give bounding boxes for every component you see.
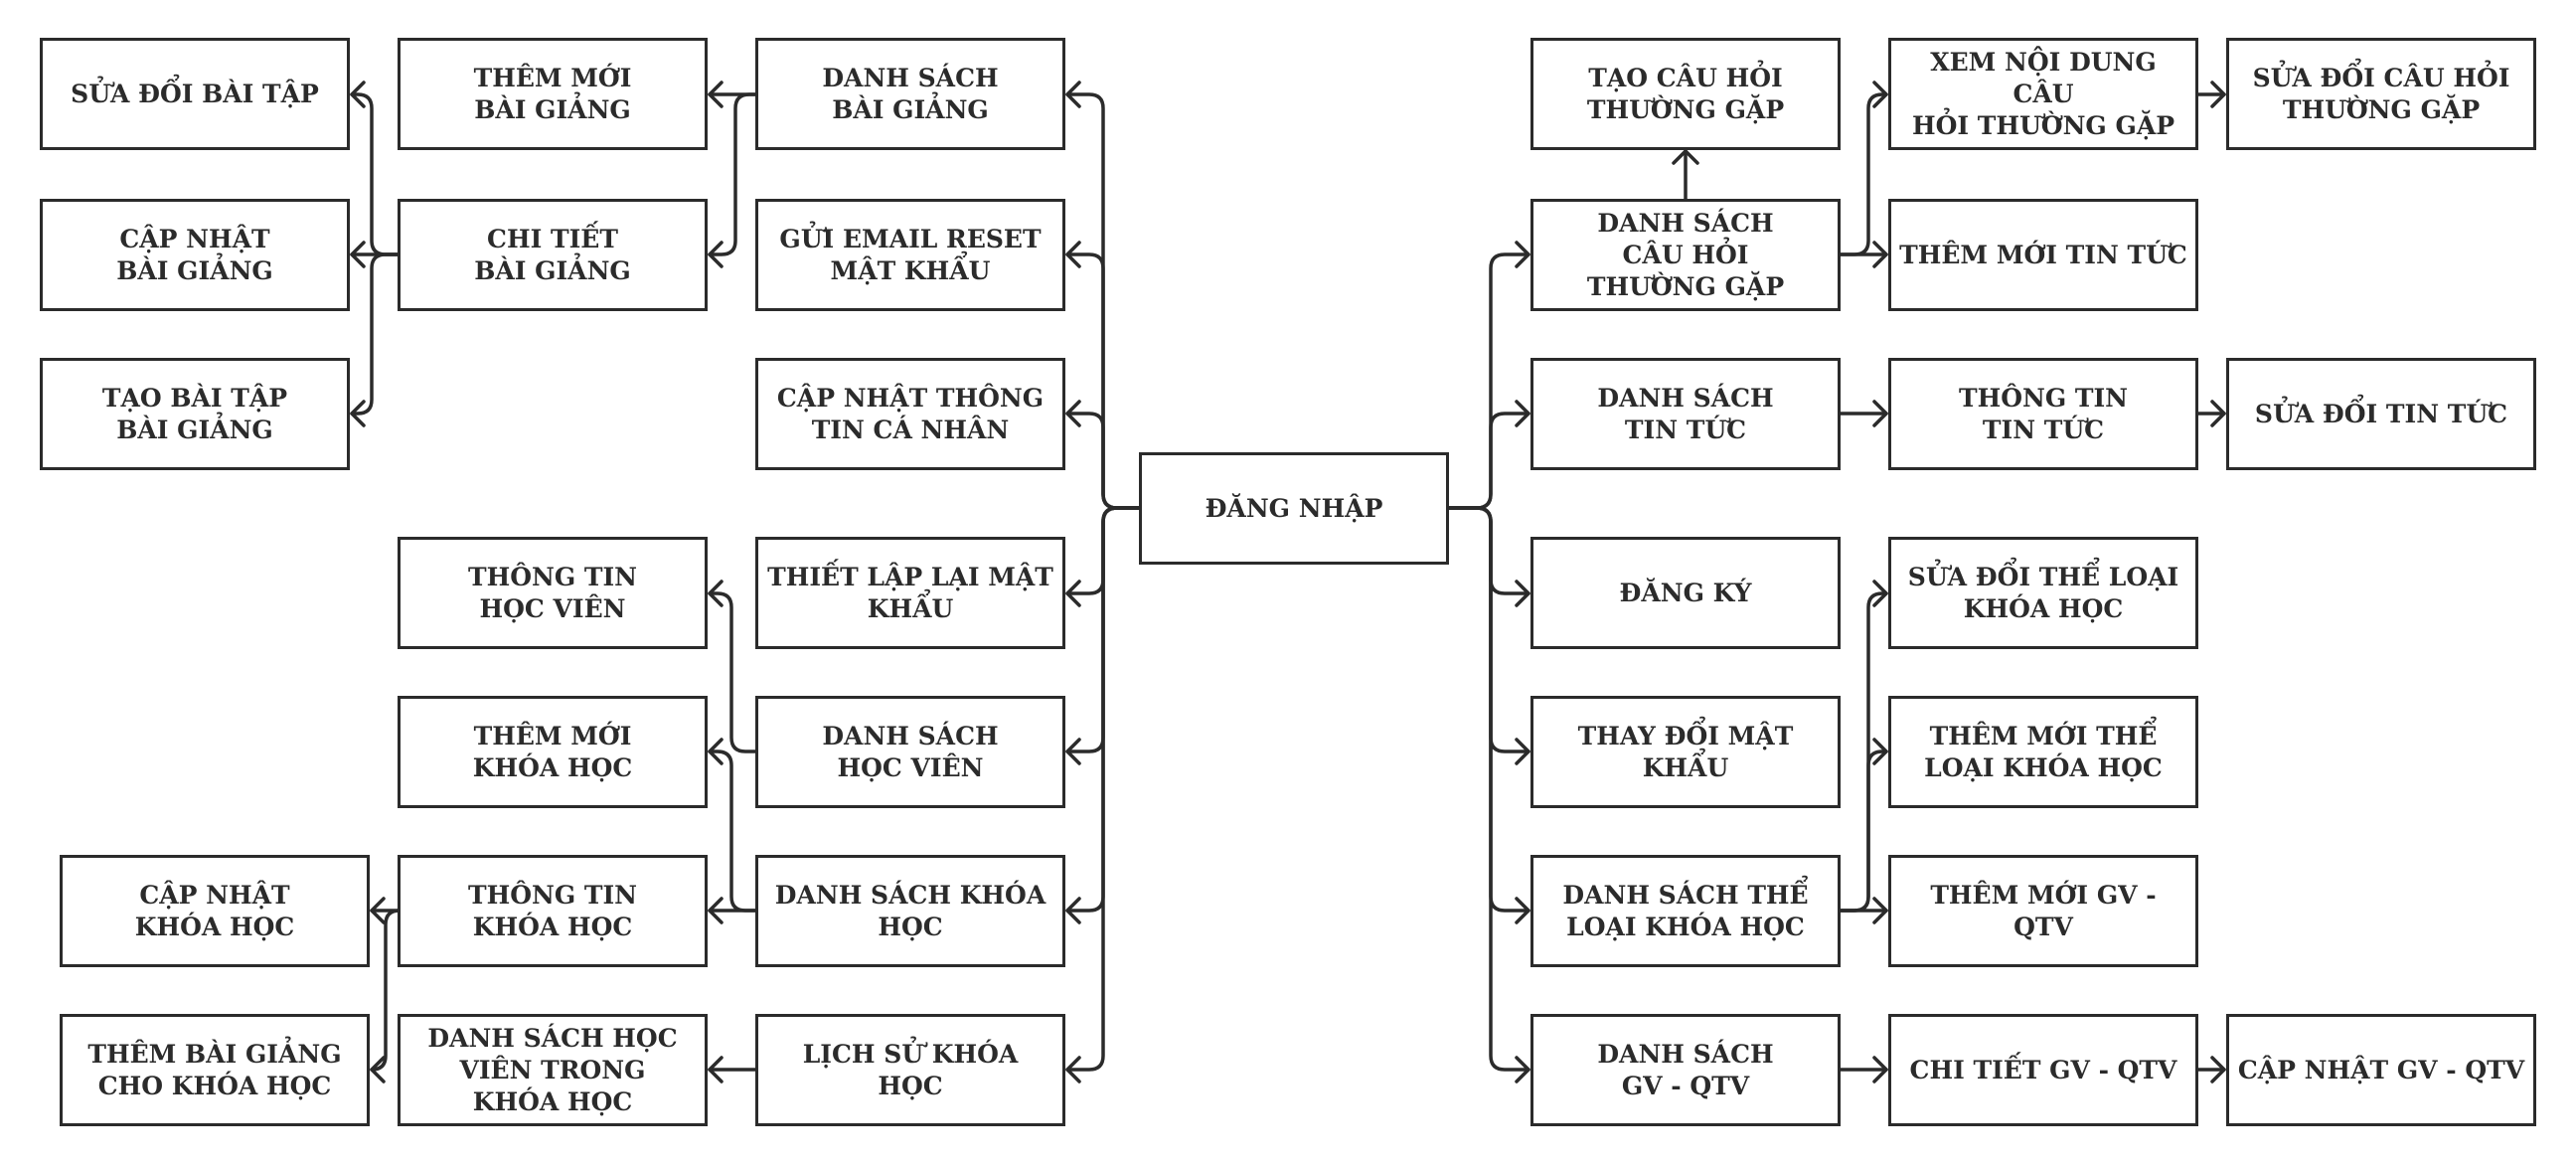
connector-39 [708, 750, 757, 913]
node-ds-cau-hoi: DANH SÁCH CÂU HỎI THƯỜNG GẶP [1530, 199, 1841, 311]
node-them-bai-giang-cho-khoa-hoc: THÊM BÀI GIẢNG CHO KHÓA HỌC [60, 1014, 370, 1126]
arrowhead-70 [2210, 1056, 2226, 1083]
node-cap-nhat-khoa-hoc: CẬP NHẬT KHÓA HỌC [60, 855, 370, 967]
arrowhead-30 [708, 241, 724, 268]
node-xem-noi-dung-cau-hoi: XEM NỘI DUNG CÂU HỎI THƯỜNG GẶP [1888, 38, 2198, 150]
arrowhead-22 [1515, 738, 1530, 765]
arrowhead-2 [1065, 81, 1081, 108]
connector-31 [350, 92, 400, 256]
arrowhead-60 [2210, 400, 2226, 427]
arrowhead-8 [1065, 580, 1081, 607]
connector-63 [1839, 750, 1888, 913]
node-sua-doi-tin-tuc: SỬA ĐỔI TIN TỨC [2226, 358, 2536, 470]
arrowhead-16 [1515, 241, 1530, 268]
arrowhead-56 [1872, 400, 1888, 427]
connector-21 [1447, 506, 1530, 753]
node-tao-bai-tap: TẠO BÀI TẬP BÀI GIẢNG [40, 358, 350, 470]
arrowhead-48 [370, 1056, 386, 1083]
node-lich-su-khoa-hoc: LỊCH SỬ KHÓA HỌC [755, 1014, 1065, 1126]
arrowhead-34 [350, 241, 366, 268]
arrowhead-4 [1065, 241, 1081, 268]
connector-29 [708, 92, 757, 256]
connector-17 [1447, 412, 1530, 510]
arrowhead-62 [1872, 580, 1888, 607]
node-thong-tin-khoa-hoc: THÔNG TIN KHÓA HỌC [398, 855, 708, 967]
arrowhead-54 [1872, 241, 1888, 268]
node-tao-cau-hoi: TẠO CÂU HỎI THƯỜNG GẶP [1530, 38, 1841, 150]
arrowhead-32 [350, 81, 366, 108]
arrowhead-14 [1065, 1056, 1081, 1083]
node-ds-the-loai: DANH SÁCH THỂ LOẠI KHÓA HỌC [1530, 855, 1841, 967]
arrowhead-46 [370, 897, 386, 924]
arrowhead-6 [1065, 400, 1081, 427]
arrowhead-44 [708, 1056, 724, 1083]
node-thay-doi-mat-khau: THAY ĐỔI MẬT KHẨU [1530, 696, 1841, 808]
arrowhead-38 [708, 580, 724, 607]
node-thong-tin-hoc-vien: THÔNG TIN HỌC VIÊN [398, 537, 708, 649]
arrowhead-64 [1872, 738, 1888, 765]
arrowhead-50 [1672, 149, 1699, 165]
arrowhead-58 [2210, 81, 2226, 108]
arrowhead-24 [1515, 897, 1530, 924]
connector-5 [1065, 412, 1141, 510]
arrowhead-66 [1872, 897, 1888, 924]
connector-25 [1447, 506, 1530, 1072]
arrowhead-68 [1872, 1056, 1888, 1083]
node-them-moi-tin-tuc: THÊM MỚI TIN TỨC [1888, 199, 2198, 311]
connector-13 [1065, 506, 1141, 1072]
arrowhead-36 [350, 400, 366, 427]
node-ds-hoc-vien-trong-khoa-hoc: DANH SÁCH HỌC VIÊN TRONG KHÓA HỌC [398, 1014, 708, 1126]
node-cap-nhat-gv-qtv: CẬP NHẬT GV - QTV [2226, 1014, 2536, 1126]
arrowhead-18 [1515, 400, 1530, 427]
node-ds-gv-qtv: DANH SÁCH GV - QTV [1530, 1014, 1841, 1126]
node-ds-tin-tuc: DANH SÁCH TIN TỨC [1530, 358, 1841, 470]
node-thiet-lap-lai-mat-khau: THIẾT LẬP LẠI MẬT KHẨU [755, 537, 1065, 649]
arrowhead-20 [1515, 580, 1530, 607]
connector-51 [1839, 92, 1888, 256]
arrowhead-40 [708, 738, 724, 765]
node-cap-nhat-thong-tin: CẬP NHẬT THÔNG TIN CÁ NHÂN [755, 358, 1065, 470]
node-cap-nhat-bai-giang: CẬP NHẬT BÀI GIẢNG [40, 199, 350, 311]
connector-35 [350, 252, 400, 416]
node-sua-doi-bai-tap: SỬA ĐỔI BÀI TẬP [40, 38, 350, 150]
connector-15 [1447, 252, 1530, 510]
node-them-moi-gv-qtv: THÊM MỚI GV - QTV [1888, 855, 2198, 967]
node-danh-sach-bai-giang: DANH SÁCH BÀI GIẢNG [755, 38, 1065, 150]
node-sua-doi-cau-hoi: SỬA ĐỔI CÂU HỎI THƯỜNG GẶP [2226, 38, 2536, 150]
node-them-moi-bai-giang: THÊM MỚI BÀI GIẢNG [398, 38, 708, 150]
connector-23 [1447, 506, 1530, 913]
connector-47 [370, 909, 402, 1072]
node-them-moi-khoa-hoc: THÊM MỚI KHÓA HỌC [398, 696, 708, 808]
node-dang-ky: ĐĂNG KÝ [1530, 537, 1841, 649]
arrowhead-52 [1872, 81, 1888, 108]
arrowhead-28 [708, 81, 724, 108]
connector-37 [708, 591, 757, 753]
node-gui-email-reset: GỬI EMAIL RESET MẬT KHẨU [755, 199, 1065, 311]
node-chi-tiet-bai-giang: CHI TIẾT BÀI GIẢNG [398, 199, 708, 311]
node-thong-tin-tin-tuc: THÔNG TIN TIN TỨC [1888, 358, 2198, 470]
node-danh-sach-khoa-hoc: DANH SÁCH KHÓA HỌC [755, 855, 1065, 967]
node-sua-doi-the-loai: SỬA ĐỔI THỂ LOẠI KHÓA HỌC [1888, 537, 2198, 649]
node-danh-sach-hoc-vien: DANH SÁCH HỌC VIÊN [755, 696, 1065, 808]
arrowhead-26 [1515, 1056, 1530, 1083]
arrowhead-42 [708, 897, 724, 924]
node-chi-tiet-gv-qtv: CHI TIẾT GV - QTV [1888, 1014, 2198, 1126]
node-dang-nhap: ĐĂNG NHẬP [1139, 452, 1449, 565]
arrowhead-12 [1065, 897, 1081, 924]
arrowhead-10 [1065, 738, 1081, 765]
node-them-moi-the-loai: THÊM MỚI THỂ LOẠI KHÓA HỌC [1888, 696, 2198, 808]
